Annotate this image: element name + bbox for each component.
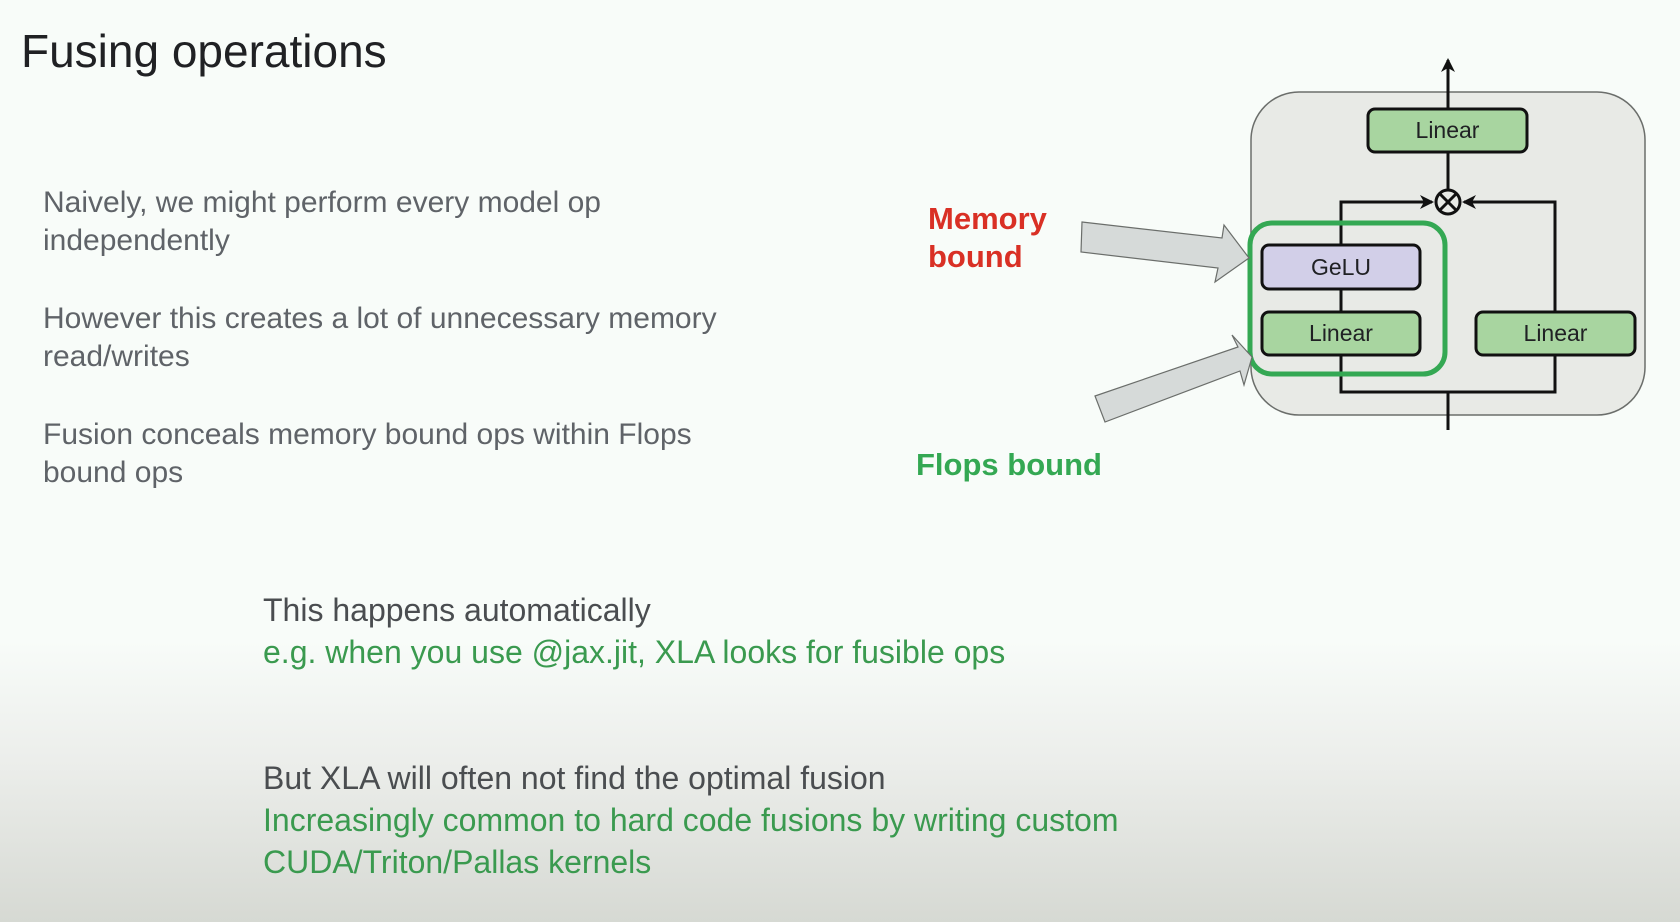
note-automatic: This happens automatically e.g. when you…: [263, 589, 1005, 673]
flops-bound-label: Flops bound: [916, 447, 1102, 482]
gelu-label: GeLU: [1311, 254, 1371, 280]
memory-bound-label-line: Memory: [928, 201, 1047, 236]
bullet-line: bound ops: [43, 456, 184, 489]
gelu-to-multiply-wire: [1339, 195, 1434, 245]
bullet-list: Naively, we might perform every model op…: [43, 184, 823, 532]
right-linear-to-multiply-wire: [1462, 195, 1557, 312]
note-detail-line: Increasingly common to hard code fusions…: [263, 802, 1119, 838]
bullet-line: independently: [43, 224, 230, 257]
note-custom-kernels: But XLA will often not find the optimal …: [263, 757, 1119, 883]
bullet-fusion: Fusion conceals memory bound ops within …: [43, 416, 823, 492]
note-heading: But XLA will often not find the optimal …: [263, 760, 886, 796]
multiply-node: [1434, 188, 1462, 216]
bullet-line: read/writes: [43, 340, 190, 373]
gelu-node: GeLU: [1260, 243, 1422, 291]
top-linear-label: Linear: [1416, 117, 1480, 143]
fusion-outline: [1247, 220, 1448, 377]
right-linear-label: Linear: [1524, 320, 1588, 346]
bullet-line: Naively, we might perform every model op: [43, 186, 601, 219]
left-linear-node: Linear: [1260, 310, 1422, 357]
memory-bound-label: Memory bound: [928, 200, 1047, 276]
top-linear-node: Linear: [1366, 107, 1529, 154]
bullet-line: However this creates a lot of unnecessar…: [43, 302, 717, 335]
flops-bound-arrow: [1094, 334, 1253, 423]
slide-title: Fusing operations: [21, 25, 387, 77]
note-heading: This happens automatically: [263, 592, 651, 628]
note-detail: e.g. when you use @jax.jit, XLA looks fo…: [263, 634, 1006, 670]
note-detail-line: CUDA/Triton/Pallas kernels: [263, 844, 652, 880]
bullet-memory-readwrites: However this creates a lot of unnecessar…: [43, 300, 823, 376]
right-linear-node: Linear: [1474, 310, 1637, 357]
left-linear-label: Linear: [1309, 320, 1373, 346]
memory-bound-arrow: [1080, 221, 1250, 284]
bullet-naive: Naively, we might perform every model op…: [43, 184, 823, 260]
memory-bound-label-line: bound: [928, 239, 1023, 274]
bullet-line: Fusion conceals memory bound ops within …: [43, 418, 692, 451]
